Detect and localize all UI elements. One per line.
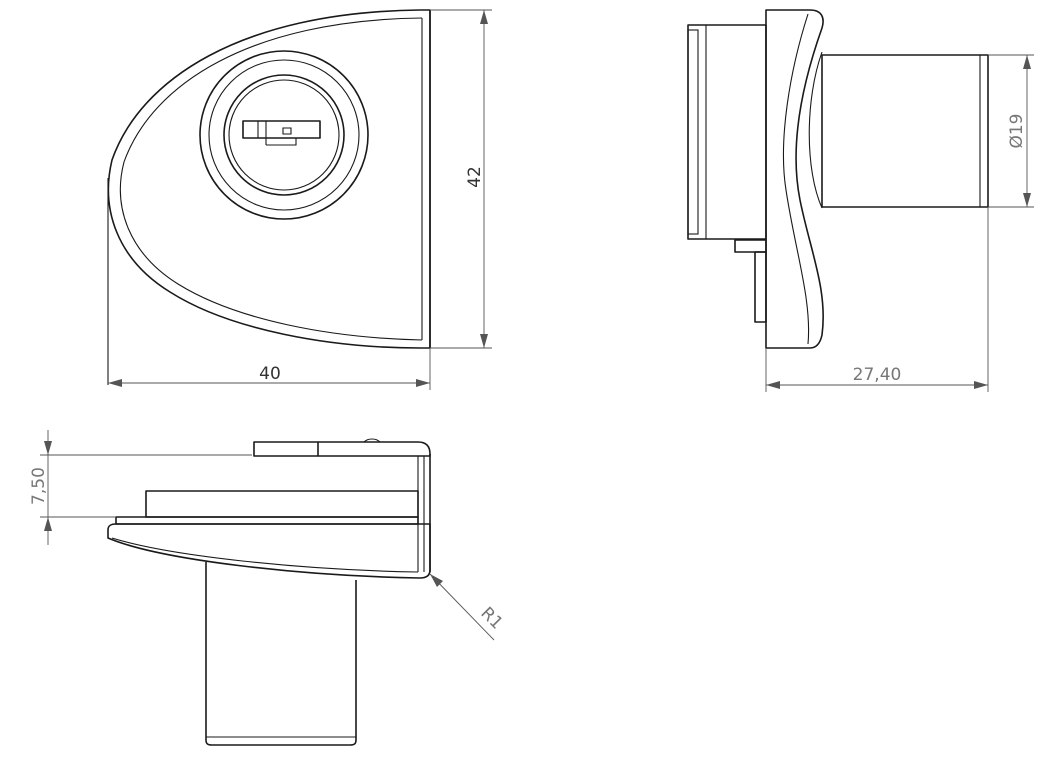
dim-front-height-label: 42 [465,166,485,188]
front-outer-body [107,9,431,349]
key-slot [242,120,321,139]
side-tab [734,239,767,253]
front-inner-rim [119,17,423,341]
dim-side-diameter: Ø19 [988,54,1034,208]
dim-top-radius: R1 [429,573,507,641]
dim-front-width-label: 40 [259,364,281,384]
dim-top-radius-label: R1 [476,603,506,633]
top-upper-plate [253,441,319,457]
lock-face [228,79,340,191]
dim-side-length-label: 27,40 [853,365,902,385]
lock-outer-ring [199,50,369,220]
side-lower-plate [754,251,767,323]
side-cylinder [821,54,989,208]
side-back-box-inner [687,29,699,235]
side-view: Ø19 27,40 [687,9,1034,392]
side-flange-inner [808,51,823,209]
dim-top-thickness-label: 7,50 [29,467,49,505]
side-back-box [687,24,767,240]
side-flange [765,9,824,349]
top-upper-plate-right [318,441,431,457]
lock-middle-ring [208,59,360,211]
top-curved-body [107,523,431,579]
dim-side-length: 27,40 [765,207,989,392]
dim-front-width: 40 [108,348,431,390]
side-flange-curve [782,13,810,345]
lock-inner-ring [223,74,345,196]
top-view: 7,50 R1 [29,430,507,746]
top-cylinder [205,562,357,746]
top-base-plate [115,516,419,525]
dim-top-thickness: 7,50 [29,430,252,545]
front-view: 40 42 [107,9,492,390]
dim-side-diameter-label: Ø19 [1007,113,1027,148]
key-slot-detail [257,121,297,146]
dim-front-height: 42 [430,9,492,349]
top-middle-plate [145,490,419,518]
